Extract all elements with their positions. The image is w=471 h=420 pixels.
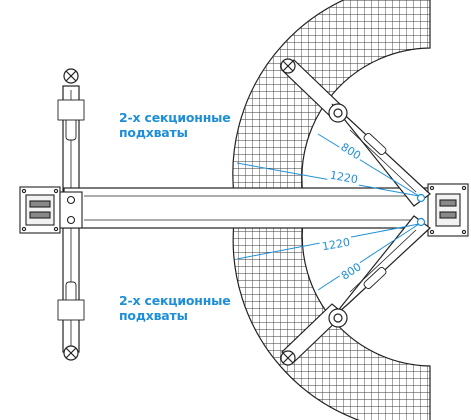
note-top-line1: 2-х секционные bbox=[119, 110, 231, 125]
dim-label-upper-long: 1220 bbox=[329, 169, 359, 187]
upper-pad-icon bbox=[280, 58, 296, 74]
note-bottom-line2: подхваты bbox=[119, 308, 188, 323]
note-top: 2-х секционные подхваты bbox=[119, 110, 231, 140]
pad-icon-bottom bbox=[63, 345, 79, 361]
lower-arm bbox=[281, 215, 431, 363]
note-bottom-line1: 2-х секционные bbox=[119, 293, 231, 308]
dim-line-lower-short bbox=[317, 223, 420, 291]
lower-pad-icon bbox=[280, 350, 296, 366]
crossbeam bbox=[63, 187, 437, 229]
note-top-line2: подхваты bbox=[119, 125, 188, 140]
lower-pivot bbox=[416, 217, 426, 227]
upper-pivot bbox=[416, 193, 426, 203]
note-bottom: 2-х секционные подхваты bbox=[119, 293, 231, 323]
right-column bbox=[427, 183, 469, 237]
left-carriage bbox=[19, 186, 83, 234]
dim-label-lower-long: 1220 bbox=[321, 236, 351, 254]
pad-icon-top bbox=[63, 68, 79, 84]
dim-line-upper-short bbox=[317, 133, 420, 197]
